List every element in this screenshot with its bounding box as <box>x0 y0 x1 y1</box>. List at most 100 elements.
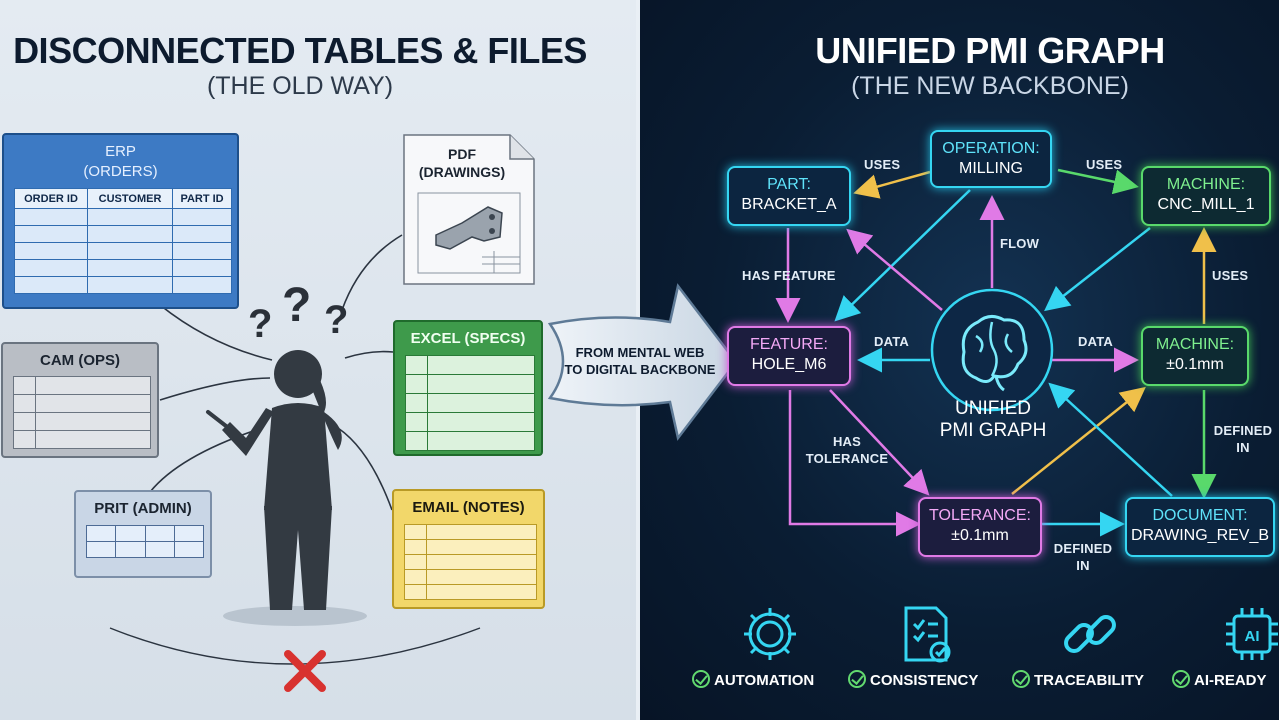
new-way-subtitle: (THE NEW BACKBONE) <box>851 72 1129 100</box>
erp-table: ORDER ID CUSTOMER PART ID <box>13 188 232 294</box>
transition-label-line2: TO DIGITAL BACKBONE <box>564 362 716 377</box>
node-document-value: DRAWING_REV_B <box>1130 527 1270 544</box>
node-tolerance-value: ±0.1mm <box>951 527 1009 544</box>
edge-label-defined-in-bottom-line1: DEFINED <box>1053 541 1113 556</box>
benefit-automation: AUTOMATION <box>692 600 838 700</box>
node-part: PART: BRACKET_A <box>727 166 851 226</box>
chain-link-icon <box>1064 615 1116 653</box>
edge-operation-machine <box>1057 168 1139 195</box>
brain-icon <box>930 288 1054 412</box>
edge-center-part <box>846 228 943 311</box>
node-tolerance: TOLERANCE: ±0.1mm <box>918 497 1042 557</box>
svg-text:AI: AI <box>1245 628 1260 645</box>
edge-label-defined-in-bottom: DEFINED IN <box>1046 540 1120 574</box>
ai-chip-icon: AI <box>1226 608 1278 660</box>
prit-table <box>85 525 205 558</box>
check-icon <box>1172 670 1190 688</box>
benefit-label-automation: AUTOMATION <box>714 672 815 689</box>
benefit-label-ai-ready: AI-READY <box>1194 672 1267 689</box>
email-title: EMAIL (NOTES) <box>412 499 525 516</box>
failure-x-icon <box>284 650 326 692</box>
node-machine-top: MACHINE: CNC_MILL_1 <box>1141 166 1271 226</box>
edge-label-flow: FLOW <box>1000 236 1040 251</box>
edge-label-defined-in-bottom-line2: IN <box>1076 558 1090 573</box>
node-operation-value: MILLING <box>958 160 1023 177</box>
edge-label-has-tolerance-line1: HAS <box>832 434 862 449</box>
edge-label-uses-right: USES <box>1086 157 1123 172</box>
line-excel <box>344 350 394 359</box>
node-machine-mid-type: MACHINE: <box>1155 336 1235 353</box>
cam-table <box>13 376 151 449</box>
edge-label-uses-left: USES <box>864 157 901 172</box>
node-part-value: BRACKET_A <box>741 196 837 213</box>
edge-document-center <box>1048 382 1173 497</box>
node-document: DOCUMENT: DRAWING_REV_B <box>1125 497 1275 557</box>
benefit-label-consistency: CONSISTENCY <box>870 672 979 689</box>
transition-arrow <box>547 283 738 441</box>
transition-label: FROM MENTAL WEB TO DIGITAL BACKBONE <box>552 344 728 378</box>
edge-label-data-right: DATA <box>1078 334 1113 349</box>
pmi-graph-edges <box>775 168 1217 537</box>
email-notes-card: EMAIL (NOTES) <box>392 489 545 609</box>
benefit-consistency: CONSISTENCY <box>848 600 994 700</box>
edge-label-data-left: DATA <box>874 334 909 349</box>
edge-operation-part <box>853 170 931 199</box>
checklist-icon <box>904 606 951 663</box>
prit-admin-card: PRIT (ADMIN) <box>74 490 212 578</box>
node-feature-value: HOLE_M6 <box>751 356 827 373</box>
line-prt <box>149 427 263 493</box>
excel-table <box>405 355 535 451</box>
erp-col-part-id: PART ID <box>172 188 232 209</box>
edge-label-has-feature: HAS FEATURE <box>742 268 836 283</box>
node-machine-mid: MACHINE: ±0.1mm <box>1141 326 1249 386</box>
pdf-title: PDF <box>448 146 476 162</box>
center-node-label: UNIFIED PMI GRAPH <box>928 398 1058 442</box>
node-machine-mid-value: ±0.1mm <box>1166 356 1224 373</box>
question-mark-3: ? <box>324 298 349 342</box>
erp-col-order-id: ORDER ID <box>13 188 89 209</box>
edge-feature-tolerance-low <box>788 390 921 537</box>
excel-specs-card: EXCEL (SPECS) <box>393 320 543 456</box>
benefit-label-traceability: TRACEABILITY <box>1034 672 1144 689</box>
node-feature-type: FEATURE: <box>750 336 828 353</box>
edge-tolerance-machine <box>1011 386 1146 495</box>
line-erp <box>159 304 273 361</box>
node-tolerance-type: TOLERANCE: <box>929 507 1031 524</box>
email-table <box>404 524 537 600</box>
transition-label-line1: FROM MENTAL WEB <box>575 345 705 360</box>
old-way-panel: DISCONNECTED TABLES & FILES (THE OLD WAY… <box>0 0 640 720</box>
node-document-type: DOCUMENT: <box>1152 507 1248 524</box>
center-label-line1: UNIFIED <box>955 398 1031 419</box>
old-way-subtitle: (THE OLD WAY) <box>206 72 394 100</box>
edge-label-defined-in-right: DEFINED IN <box>1204 422 1279 456</box>
line-pdf <box>341 234 403 311</box>
node-operation-type: OPERATION: <box>942 140 1040 157</box>
erp-col-customer: CUSTOMER <box>87 188 174 209</box>
edge-label-has-tolerance: HAS TOLERANCE <box>802 433 892 467</box>
question-mark-2: ? <box>282 279 312 332</box>
excel-title: EXCEL (SPECS) <box>410 330 526 347</box>
check-icon <box>848 670 866 688</box>
benefit-ai-ready: AI AI-READY <box>1172 600 1279 700</box>
pdf-subtitle: (DRAWINGS) <box>418 164 506 180</box>
node-machine-top-type: MACHINE: <box>1166 176 1246 193</box>
pdf-page-icon <box>403 134 535 285</box>
check-icon <box>692 670 710 688</box>
edge-has-tolerance <box>829 389 930 496</box>
cam-title: CAM (OPS) <box>40 352 120 369</box>
edge-label-defined-in-right-line1: DEFINED <box>1213 423 1273 438</box>
line-cam <box>159 377 271 401</box>
cam-ops-card: CAM (OPS) <box>1 342 159 458</box>
confused-person-illustration <box>206 350 367 626</box>
node-feature: FEATURE: HOLE_M6 <box>727 326 851 386</box>
gear-icon <box>744 608 796 660</box>
edge-label-uses-machine: USES <box>1212 268 1249 283</box>
erp-orders-card: ERP (ORDERS) ORDER ID CUSTOMER PART ID <box>2 133 239 309</box>
erp-subtitle: (ORDERS) <box>83 163 158 180</box>
check-icon <box>1012 670 1030 688</box>
node-part-type: PART: <box>767 176 811 193</box>
prit-title: PRIT (ADMIN) <box>94 500 192 517</box>
edge-operation-feature <box>834 189 971 322</box>
question-mark-1: ? <box>248 302 273 346</box>
node-machine-top-value: CNC_MILL_1 <box>1157 196 1255 213</box>
